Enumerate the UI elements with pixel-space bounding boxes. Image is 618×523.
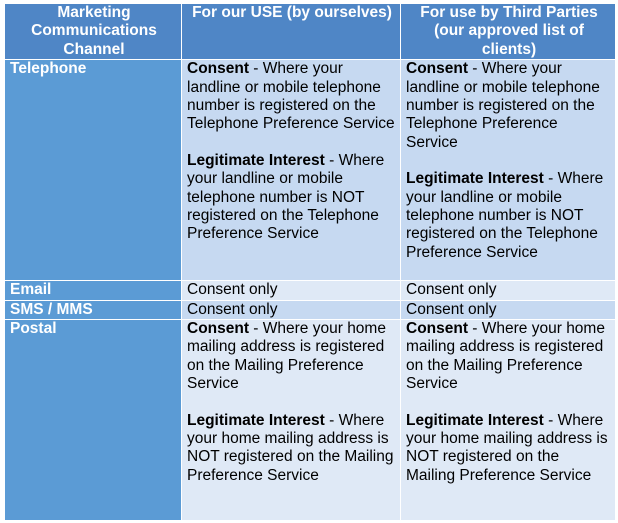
cell-postal-third-parties: Consent - Where your home mailing addres… [400,319,616,522]
table-header: Marketing Communications Channel For our… [4,2,616,61]
header-channel: Marketing Communications Channel [4,2,182,61]
consent-text: - Where your landline or mobile telephon… [406,60,600,151]
consent-label: Consent [187,60,249,78]
table-row-postal: Postal Consent - Where your home mailing… [4,319,616,522]
legitimate-interest-text: - Where your home mailing address is NOT… [406,411,608,484]
header-row: Marketing Communications Channel For our… [4,2,616,61]
cell-telephone-third-parties: Consent - Where your landline or mobile … [400,59,616,282]
cell-sms-third-parties: Consent only [400,299,616,321]
consent-label: Consent [406,320,468,338]
consent-paragraph: Consent - Where your landline or mobile … [406,60,612,152]
cell-postal-own-use: Consent - Where your home mailing addres… [181,319,401,522]
paragraph-gap [406,394,612,412]
channel-telephone: Telephone [4,59,182,282]
header-third-parties: For use by Third Parties (our approved l… [400,2,616,61]
channel-sms: SMS / MMS [4,299,182,321]
legitimate-interest-label: Legitimate Interest [187,151,325,169]
channel-postal: Postal [4,319,182,522]
legitimate-interest-label: Legitimate Interest [406,170,544,188]
paragraph-gap [187,134,397,152]
cell-telephone-own-use: Consent - Where your landline or mobile … [181,59,401,282]
legitimate-interest-paragraph: Legitimate Interest - Where your home ma… [187,412,397,486]
consent-label: Consent [187,320,249,338]
table-row-sms: SMS / MMS Consent only Consent only [4,299,616,321]
channel-email: Email [4,280,182,301]
cell-email-third-parties: Consent only [400,280,616,301]
legitimate-interest-label: Legitimate Interest [187,411,325,429]
cell-email-own-use: Consent only [181,280,401,301]
paragraph-gap [406,152,612,170]
legitimate-interest-paragraph: Legitimate Interest - Where your landlin… [406,170,612,262]
header-own-use: For our USE (by ourselves) [181,2,401,61]
consent-paragraph: Consent - Where your home mailing addres… [187,320,397,394]
consent-paragraph: Consent - Where your home mailing addres… [406,320,612,394]
consent-text: - Where your landline or mobile telephon… [187,60,395,133]
consent-label: Consent [406,60,468,78]
legitimate-interest-text: - Where your landline or mobile telephon… [406,170,604,261]
legitimate-interest-paragraph: Legitimate Interest - Where your home ma… [406,412,612,486]
consent-paragraph: Consent - Where your landline or mobile … [187,60,397,134]
legitimate-interest-paragraph: Legitimate Interest - Where your landlin… [187,152,397,244]
paragraph-gap [187,394,397,412]
marketing-consent-table: Marketing Communications Channel For our… [4,2,616,522]
legitimate-interest-label: Legitimate Interest [406,411,544,429]
legitimate-interest-text: - Where your landline or mobile telephon… [187,151,385,243]
consent-text: - Where your home mailing address is reg… [406,320,605,393]
legitimate-interest-text: - Where your home mailing address is NOT… [187,411,394,484]
table-row-email: Email Consent only Consent only [4,280,616,301]
table-row-telephone: Telephone Consent - Where your landline … [4,59,616,282]
consent-text: - Where your home mailing address is reg… [187,320,386,393]
cell-sms-own-use: Consent only [181,299,401,321]
